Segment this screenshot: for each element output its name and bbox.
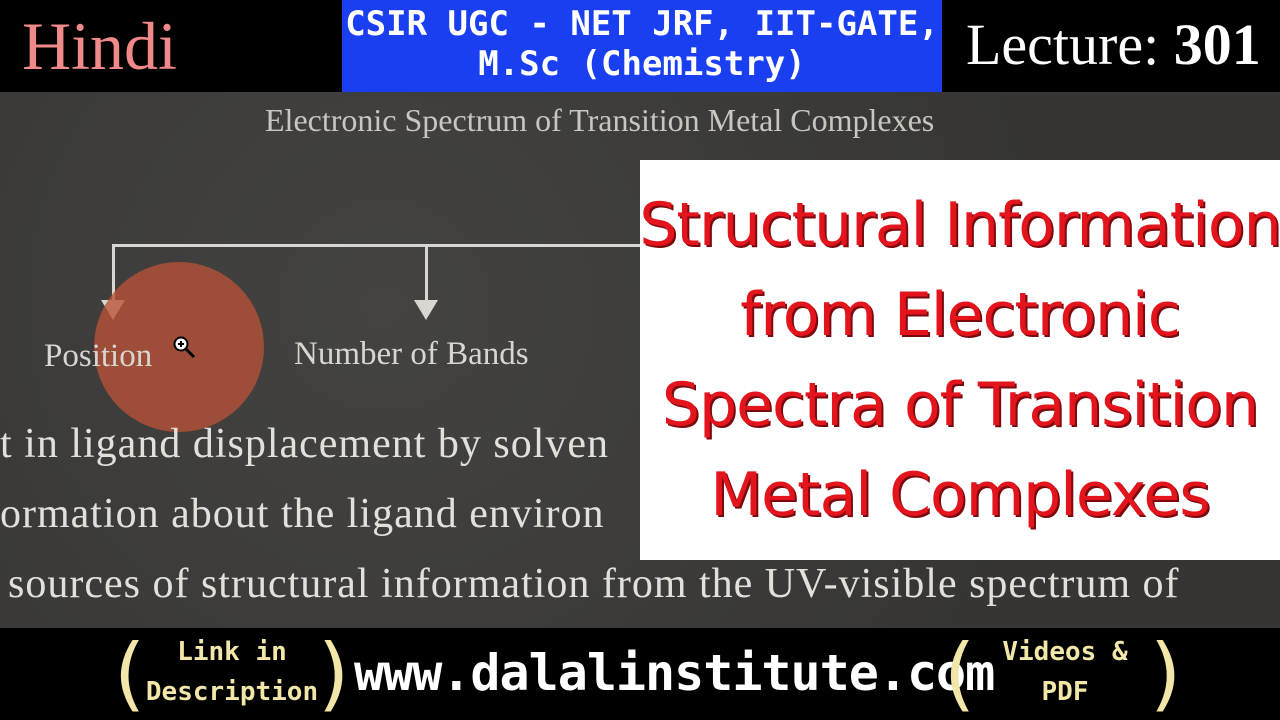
videos-line-1: Videos & (1002, 637, 1128, 667)
course-line-1: CSIR UGC - NET JRF, IIT-GATE, (345, 4, 939, 44)
right-paren-open: ( (944, 627, 976, 720)
slide-title: Electronic Spectrum of Transition Metal … (265, 102, 935, 138)
slide-body-line-1: t in ligand displacement by solven (0, 421, 610, 467)
header-bar: Hindi CSIR UGC - NET JRF, IIT-GATE, M.Sc… (0, 0, 1280, 92)
topic-title-line-2: from Electronic (740, 280, 1180, 350)
link-line-2: Description (145, 677, 319, 707)
footer-bar: ( Link in Description ) www.dalalinstitu… (0, 628, 1280, 720)
arrow-down-icon (414, 300, 438, 320)
link-line-1: Link in (177, 637, 287, 667)
language-label: Hindi (22, 8, 177, 84)
videos-line-2: PDF (1041, 677, 1089, 707)
topic-title-line-4: Metal Complexes (710, 460, 1210, 530)
lecture-value: 301 (1173, 12, 1261, 77)
topic-title-line-3: Spectra of Transition (661, 370, 1259, 440)
left-paren-close: ) (318, 627, 350, 720)
lecture-number: Lecture: 301 (966, 10, 1261, 80)
videos-and-pdf[interactable]: Videos & PDF (980, 632, 1150, 712)
slide-body-line-2: ormation about the ligand environ (0, 491, 605, 537)
course-banner: CSIR UGC - NET JRF, IIT-GATE, M.Sc (Chem… (342, 0, 942, 92)
right-paren-close: ) (1150, 627, 1182, 720)
left-paren-open: ( (114, 627, 146, 720)
node-number-of-bands: Number of Bands (294, 336, 529, 372)
lecture-label: Lecture: (966, 12, 1160, 77)
zoom-cursor-icon (173, 336, 196, 359)
tree-branch-left (112, 244, 115, 302)
course-line-2: M.Sc (Chemistry) (478, 44, 806, 84)
link-in-description[interactable]: Link in Description (142, 632, 322, 712)
tree-branch-middle (425, 244, 428, 302)
node-position: Position (44, 338, 153, 374)
slide-body-line-3: sources of structural information from t… (8, 561, 1180, 607)
topic-title-line-1: Structural Information (639, 190, 1280, 260)
tree-horizontal-line (112, 244, 652, 247)
topic-title-card: Structural Information from Electronic S… (639, 160, 1280, 560)
website-url[interactable]: www.dalalinstitute.com (354, 644, 995, 702)
